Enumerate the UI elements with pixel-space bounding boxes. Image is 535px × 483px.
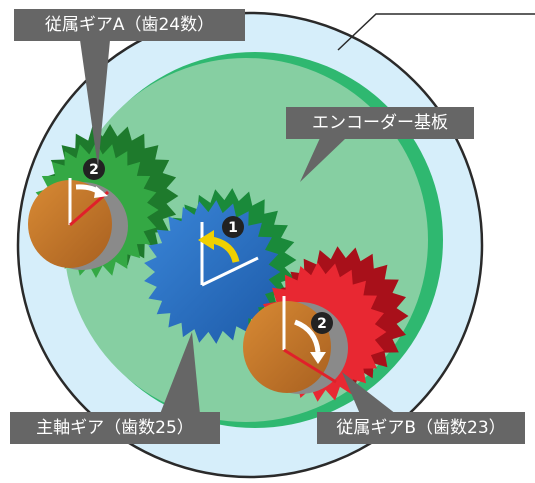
pointer-gear-a	[80, 40, 110, 168]
marker-main-text: 1	[228, 220, 238, 236]
label-gear-a: 従属ギアA（歯24数）	[14, 9, 245, 41]
pointer-top-right	[337, 13, 535, 51]
gear-b-hub	[243, 301, 331, 393]
marker-sub-a: 2	[83, 158, 105, 180]
marker-sub-a-text: 2	[89, 162, 99, 178]
label-encoder-board: エンコーダー基板	[286, 107, 474, 139]
main-gear-indicator-line	[201, 256, 259, 287]
main-gear-arrow-head	[198, 230, 214, 250]
marker-sub-b: 2	[311, 312, 333, 334]
label-main-gear: 主軸ギア（歯数25）	[10, 412, 220, 444]
gear-b-indicator-line	[283, 348, 337, 384]
gear-b-arrow-head	[310, 352, 326, 364]
gear-a-indicator-line	[69, 190, 109, 227]
label-gear-b: 従属ギアB（歯数23）	[317, 412, 525, 444]
main-gear-teeth	[144, 200, 281, 344]
main-gear	[144, 188, 297, 344]
gear-a	[28, 124, 179, 278]
gear-a-arrow-head	[94, 186, 108, 198]
pointer-board	[300, 138, 346, 182]
marker-main: 1	[222, 216, 244, 238]
pointer-gear-b	[342, 372, 396, 414]
pointer-main-gear	[160, 332, 200, 414]
main-gear-rotation-arrow	[211, 236, 240, 263]
gear-b-rotation-arrow	[294, 319, 321, 353]
marker-sub-b-text: 2	[317, 316, 327, 332]
